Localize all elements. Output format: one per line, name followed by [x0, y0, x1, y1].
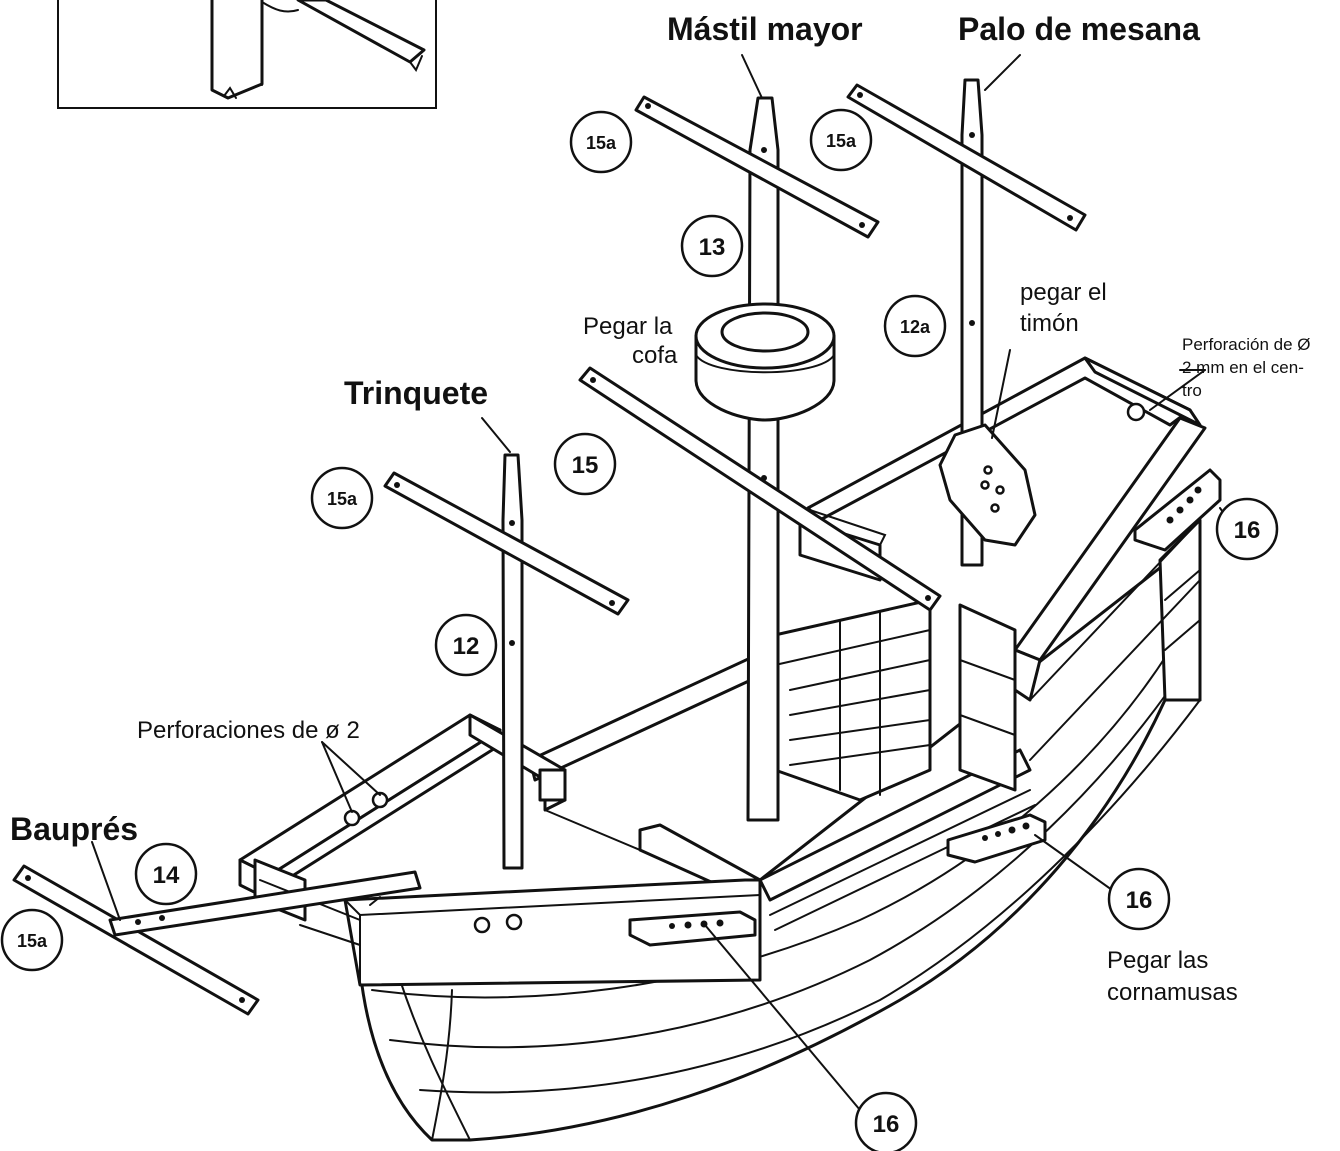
callout-16-side: 16: [1107, 867, 1171, 931]
foremast: [501, 453, 524, 870]
svg-text:15a: 15a: [586, 133, 617, 153]
svg-text:15a: 15a: [826, 131, 857, 151]
svg-text:12a: 12a: [900, 317, 931, 337]
svg-text:13: 13: [699, 234, 726, 261]
cleat-bow: [628, 910, 757, 947]
cleat-side: [946, 813, 1047, 864]
inset-detail: [57, 0, 437, 109]
svg-text:16: 16: [1234, 517, 1261, 544]
svg-text:15: 15: [572, 452, 599, 479]
yard-mizzen: [846, 83, 1087, 232]
callout-14: 14: [134, 842, 198, 906]
bowsprit: [108, 870, 422, 937]
label-glue-wheel-2: timón: [1020, 310, 1079, 337]
label-drill-holes: Perforaciones de ø 2: [137, 717, 360, 744]
label-glue-wheel-1: pegar el: [1020, 279, 1107, 306]
label-drill-center-3: tro: [1182, 381, 1202, 400]
stairs: [773, 598, 932, 802]
yard-bowsprit: [12, 864, 260, 1016]
svg-text:16: 16: [1126, 887, 1153, 914]
yard-main-top: [634, 95, 880, 239]
callout-15a-bow: 15a: [0, 908, 64, 972]
label-foremast: Trinquete: [344, 375, 488, 411]
label-drill-center-1: Perforación de Ø: [1182, 335, 1311, 354]
callouts: 15a 15a 13 12a 15 15a 12 14 15a 16 16 16: [0, 108, 1279, 1151]
label-bowsprit: Bauprés: [10, 811, 138, 847]
svg-text:12: 12: [453, 633, 480, 660]
yard-main-lower: [578, 366, 942, 612]
forecastle: [238, 713, 762, 987]
steering-wheel: [938, 423, 1037, 547]
label-main-mast: Mástil mayor: [667, 11, 863, 47]
svg-text:15a: 15a: [17, 931, 48, 951]
callout-12: 12: [434, 613, 498, 677]
label-glue-cleats-1: Pegar las: [1107, 947, 1208, 974]
callout-15: 15: [553, 432, 617, 496]
svg-text:14: 14: [153, 862, 180, 889]
labels: Mástil mayor Palo de mesana Trinquete Ba…: [10, 11, 1311, 1006]
label-glue-top-1: Pegar la: [583, 313, 673, 340]
crows-nest: [694, 302, 836, 422]
label-glue-top-2: cofa: [632, 342, 678, 369]
cleat-stern: [1133, 468, 1222, 552]
label-mizzen-mast: Palo de mesana: [958, 11, 1200, 47]
callout-16-stern: 16: [1215, 497, 1279, 561]
label-drill-center-2: 2 mm en el cen-: [1182, 358, 1304, 377]
callout-15a-main: 15a: [569, 110, 633, 174]
svg-text:15a: 15a: [327, 489, 358, 509]
label-glue-cleats-2: cornamusas: [1107, 979, 1238, 1006]
yard-fore: [383, 471, 630, 616]
callout-15a-fore: 15a: [310, 466, 374, 530]
callout-13: 13: [680, 214, 744, 278]
svg-text:16: 16: [873, 1111, 900, 1138]
callout-12a: 12a: [883, 294, 947, 358]
main-mast: [746, 96, 780, 822]
callout-15a-mizzen: 15a: [809, 108, 873, 172]
callout-16-bow: 16: [854, 1091, 918, 1151]
